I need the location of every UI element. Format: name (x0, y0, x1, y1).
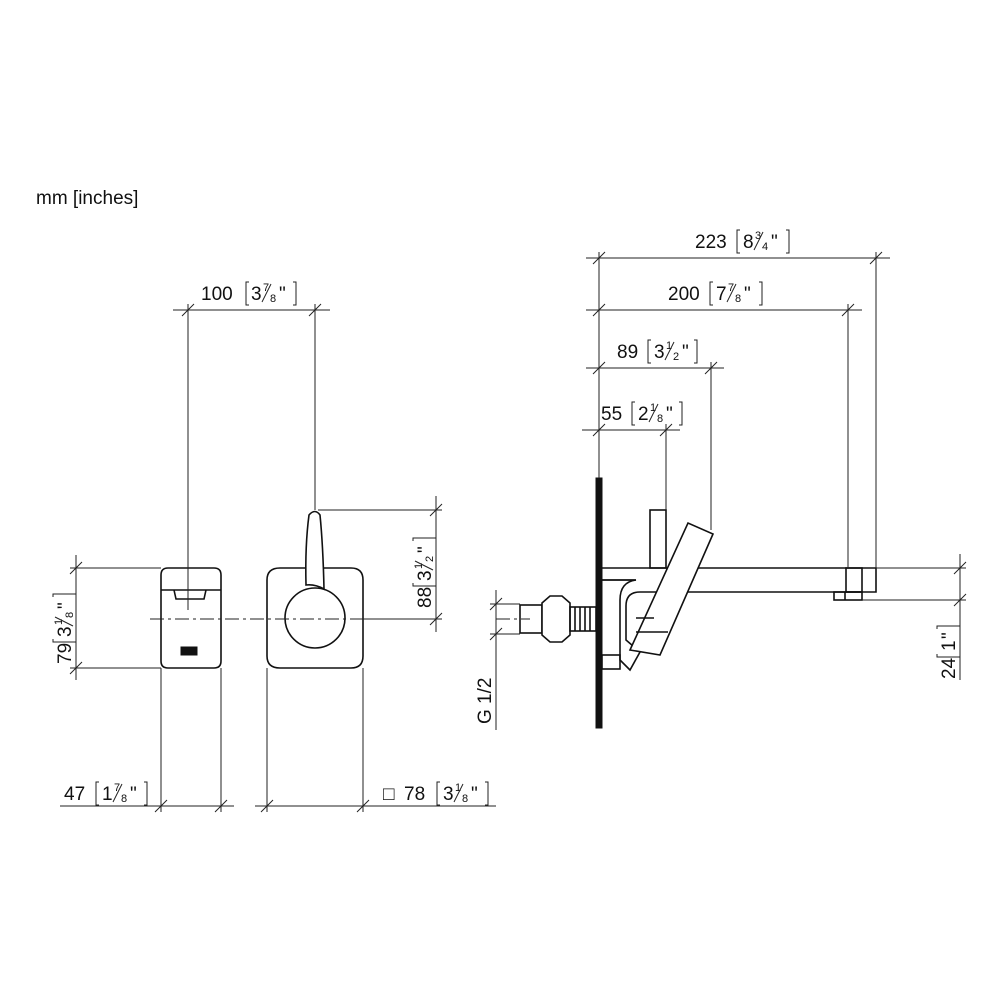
dim-200-inch-den: 8 (735, 293, 741, 305)
dim-79-mm: 79 (55, 643, 76, 664)
outlet-marker (180, 646, 198, 656)
dim-47-inch-num: 7 (114, 782, 120, 794)
dim-55-inch-mark: " (666, 404, 673, 425)
dim-55-inch-den: 8 (657, 413, 663, 425)
dim-88-inch-whole: 3 (415, 570, 436, 581)
dim-78-inch-whole: 3 (443, 784, 454, 805)
mixer-front-view (266, 510, 364, 669)
spout (602, 567, 877, 672)
dim-24: 24 1 " (862, 554, 967, 680)
dim-78: □ 78 3 1 8 " (255, 668, 496, 813)
dim-223-inch-den: 4 (762, 241, 768, 253)
dim-24-mm: 24 (939, 657, 960, 679)
dim-78-prefix: □ (383, 784, 395, 805)
spout-front-view (160, 567, 222, 669)
side-view (519, 477, 877, 729)
dim-47-inch-den: 8 (121, 793, 127, 805)
dim-79-inch-mark: " (55, 602, 76, 609)
dim-55-mm: 55 (601, 404, 622, 425)
dim-47-inch-whole: 1 (102, 784, 113, 805)
dim-47-inch-mark: " (130, 784, 137, 805)
dim-88: 88 3 1 2 " (318, 496, 443, 632)
dim-55-inch-num: 1 (650, 402, 656, 414)
dim-89-inch-num: 1 (666, 340, 672, 352)
lever-body (649, 509, 667, 569)
dim-89-inch-mark: " (682, 342, 689, 363)
dim-79-inch-den: 8 (64, 612, 76, 618)
dim-79-inch-whole: 3 (55, 626, 76, 637)
dim-78-inch-den: 8 (462, 793, 468, 805)
dim-24-inch-whole: 1 (939, 640, 960, 651)
dim-88-inch-den: 2 (424, 556, 436, 562)
dim-55: 55 2 1 8 " (582, 401, 683, 510)
dim-79: 79 3 1 8 " (52, 555, 161, 680)
dim-223-inch-num: 3 (755, 230, 761, 242)
dim-223-mm: 223 (695, 232, 727, 253)
dim-100-inch-whole: 3 (251, 284, 262, 305)
dim-100-mm: 100 (201, 284, 233, 305)
dim-223-inch-whole: 8 (743, 232, 754, 253)
dim-100-inch-den: 8 (270, 293, 276, 305)
dim-79-inch-num: 1 (53, 619, 65, 625)
dim-100-inch-num: 7 (263, 282, 269, 294)
dim-100: 100 3 7 8 " (173, 281, 330, 610)
lever-handle (305, 510, 325, 591)
dim-223-inch-mark: " (771, 232, 778, 253)
dim-88-mm: 88 (415, 587, 436, 608)
dim-47-mm: 47 (64, 784, 85, 805)
dim-88-inch-num: 1 (413, 563, 425, 569)
thread-label: G 1/2 (475, 678, 496, 724)
dim-88-inch-mark: " (415, 546, 436, 553)
dim-55-inch-whole: 2 (638, 404, 649, 425)
dim-47: 47 1 7 8 " (60, 668, 234, 813)
control-disc (284, 587, 346, 649)
dim-89-inch-whole: 3 (654, 342, 665, 363)
dim-24-inch-mark: " (939, 632, 960, 639)
dim-89-inch-den: 2 (673, 351, 679, 363)
dim-89-mm: 89 (617, 342, 638, 363)
dim-89: 89 3 1 2 " (586, 339, 724, 530)
dim-200-mm: 200 (668, 284, 700, 305)
units-label: mm [inches] (36, 188, 138, 209)
dim-thread: G 1/2 (475, 590, 520, 730)
dim-100-inch-mark: " (279, 284, 286, 305)
dim-200: 200 7 7 8 " (586, 281, 862, 568)
dim-78-inch-num: 1 (455, 782, 461, 794)
dim-200-inch-mark: " (744, 284, 751, 305)
dim-78-inch-mark: " (471, 784, 478, 805)
dim-223: 223 8 3 4 " (586, 229, 890, 568)
dim-200-inch-whole: 7 (716, 284, 727, 305)
wall-plate (595, 477, 603, 729)
dim-78-mm: 78 (404, 784, 425, 805)
dim-200-inch-num: 7 (728, 282, 734, 294)
lever-handle-side (628, 521, 715, 656)
